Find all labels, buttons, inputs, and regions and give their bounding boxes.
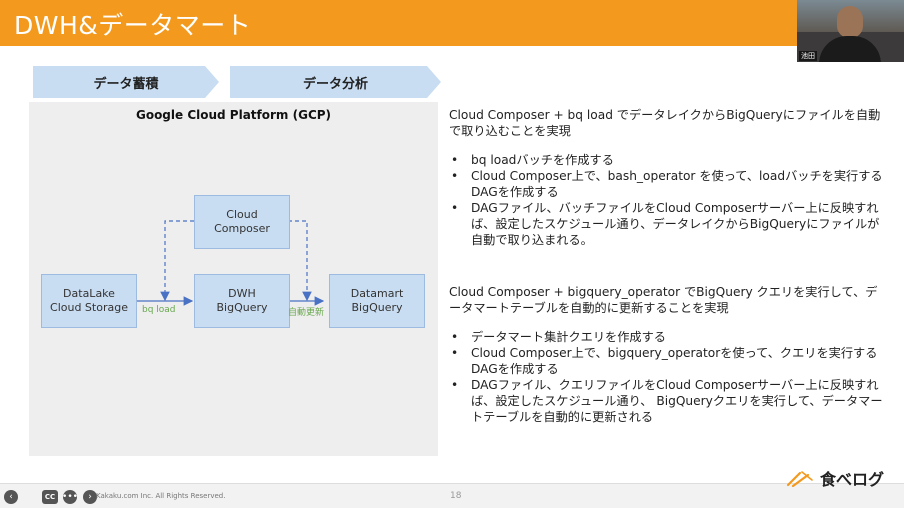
section2-bullets: データマート集計クエリを作成する Cloud Composer上で、bigque… <box>449 329 889 425</box>
next-slide-button[interactable]: › <box>83 490 97 504</box>
presenter-body <box>819 36 881 62</box>
page-number: 18 <box>450 491 462 501</box>
prev-slide-button[interactable]: ‹ <box>4 490 18 504</box>
node-datamart: Datamart BigQuery <box>329 274 425 328</box>
section2-bullet: DAGファイル、クエリファイルをCloud Composerサーバー上に反映すれ… <box>449 377 889 425</box>
dash-composer-to-load <box>160 220 194 302</box>
node-cloud-composer-label: Cloud Composer <box>214 208 270 235</box>
section1-bullet: Cloud Composer上で、bash_operator を使って、load… <box>449 168 889 200</box>
section1-bullet: bq loadバッチを作成する <box>449 152 889 168</box>
node-dwh-label: DWH BigQuery <box>216 287 268 314</box>
copyright-text: Kakaku.com Inc. All Rights Reserved. <box>96 492 226 500</box>
tabelog-logo: 食べログ <box>786 466 884 490</box>
presenter-head <box>837 6 863 38</box>
section2-bullet: Cloud Composer上で、bigquery_operatorを使って、ク… <box>449 345 889 377</box>
diagram-connectors <box>129 220 325 306</box>
node-datamart-label: Datamart BigQuery <box>350 287 404 314</box>
node-datalake: DataLake Cloud Storage <box>41 274 137 328</box>
step-arrow-analyze: データ分析 <box>230 66 441 98</box>
node-dwh: DWH BigQuery <box>194 274 290 328</box>
logo-text: 食べログ <box>820 470 885 489</box>
section2-intro: Cloud Composer + bigquery_operator でBigQ… <box>449 285 878 315</box>
section1-bullets: bq loadバッチを作成する Cloud Composer上で、bash_op… <box>449 152 889 248</box>
section2-text: Cloud Composer + bigquery_operator でBigQ… <box>449 284 889 425</box>
section2-bullet: データマート集計クエリを作成する <box>449 329 889 345</box>
slide-header: DWH&データマート <box>0 0 904 46</box>
section1-intro: Cloud Composer + bq load でデータレイクからBigQue… <box>449 108 881 138</box>
presenter-name: 池田 <box>799 51 817 61</box>
node-datalake-label: DataLake Cloud Storage <box>50 287 128 314</box>
edge-label-update: 自動更新 <box>288 308 325 318</box>
chopsticks-icon <box>786 471 813 487</box>
slide-footer <box>0 483 904 508</box>
captions-button[interactable]: CC <box>42 490 58 504</box>
presenter-video: 池田 <box>797 0 904 62</box>
more-options-button[interactable]: ••• <box>62 490 78 504</box>
step-arrow-accumulate: データ蓄積 <box>33 66 219 98</box>
section1-text: Cloud Composer + bq load でデータレイクからBigQue… <box>449 107 889 248</box>
footer-divider <box>0 483 904 484</box>
section1-bullet: DAGファイル、バッチファイルをCloud Composerサーバー上に反映すれ… <box>449 200 889 248</box>
dash-composer-to-update <box>288 220 312 302</box>
slide-title: DWH&データマート <box>14 11 252 40</box>
node-cloud-composer: Cloud Composer <box>194 195 290 249</box>
edge-label-load: bq load <box>142 305 176 315</box>
gcp-diagram: Google Cloud Platform (GCP) Cloud Compos… <box>29 102 438 456</box>
gcp-title: Google Cloud Platform (GCP) <box>135 108 332 122</box>
